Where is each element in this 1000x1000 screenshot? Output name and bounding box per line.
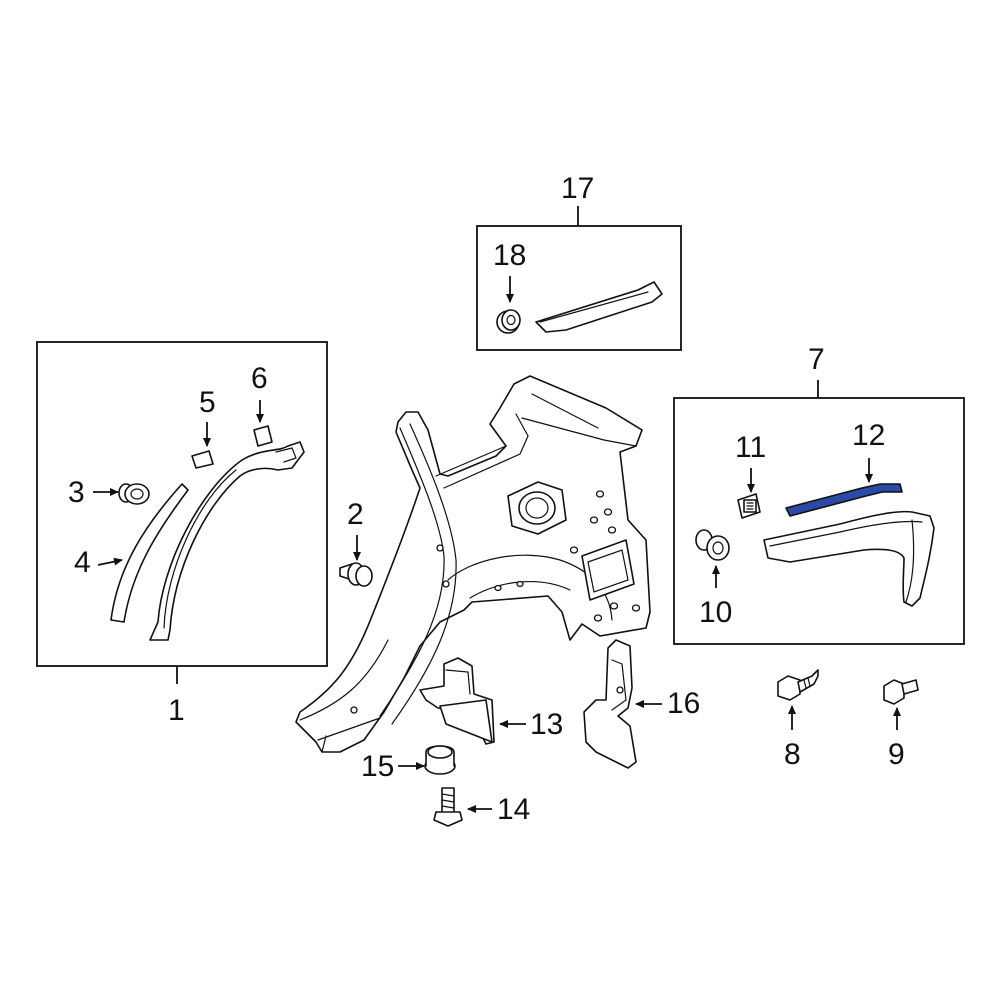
part-10-clip: [695, 529, 730, 588]
callout-15[interactable]: 15: [361, 750, 395, 783]
callout-14[interactable]: 14: [497, 793, 531, 826]
callout-9[interactable]: 9: [888, 738, 905, 771]
part-16-mud-flap: [583, 639, 662, 769]
part-12-molding-strip: [785, 458, 903, 517]
callout-6[interactable]: 6: [251, 362, 268, 395]
fender-flare: [763, 510, 935, 607]
part-5-tape: [191, 422, 214, 469]
callout-18[interactable]: 18: [493, 239, 527, 272]
callout-8[interactable]: 8: [784, 738, 801, 771]
fuel-door-opening: [507, 481, 567, 535]
part-17-spoiler-strip: [535, 281, 663, 333]
callout-11[interactable]: 11: [735, 431, 767, 464]
callout-16[interactable]: 16: [667, 687, 701, 720]
callout-10[interactable]: 10: [699, 596, 733, 629]
group-box-1: [36, 341, 328, 684]
quarter-panel: [295, 375, 651, 753]
panel-holes: [350, 490, 641, 714]
callout-1[interactable]: 1: [168, 694, 185, 727]
part-2-clip: [339, 535, 373, 587]
callout-2[interactable]: 2: [347, 498, 364, 531]
part-3-clip: [93, 483, 150, 505]
callout-3[interactable]: 3: [68, 476, 85, 509]
part-11-clip: [737, 468, 761, 519]
part-13-bracket: [419, 657, 526, 745]
part-9-bolt: [883, 679, 919, 730]
callout-13[interactable]: 13: [530, 708, 564, 741]
callout-17[interactable]: 17: [561, 172, 595, 205]
callout-7[interactable]: 7: [808, 343, 825, 376]
callout-5[interactable]: 5: [199, 386, 216, 419]
callout-12[interactable]: 12: [852, 419, 886, 452]
part-15-grommet: [398, 745, 456, 775]
part-6-arch-molding: [149, 400, 305, 641]
callout-4[interactable]: 4: [74, 546, 91, 579]
part-4-molding-strip: [97, 483, 189, 623]
part-8-screw: [777, 669, 819, 730]
part-14-bolt: [433, 787, 492, 827]
part-18-plug: [496, 276, 521, 334]
